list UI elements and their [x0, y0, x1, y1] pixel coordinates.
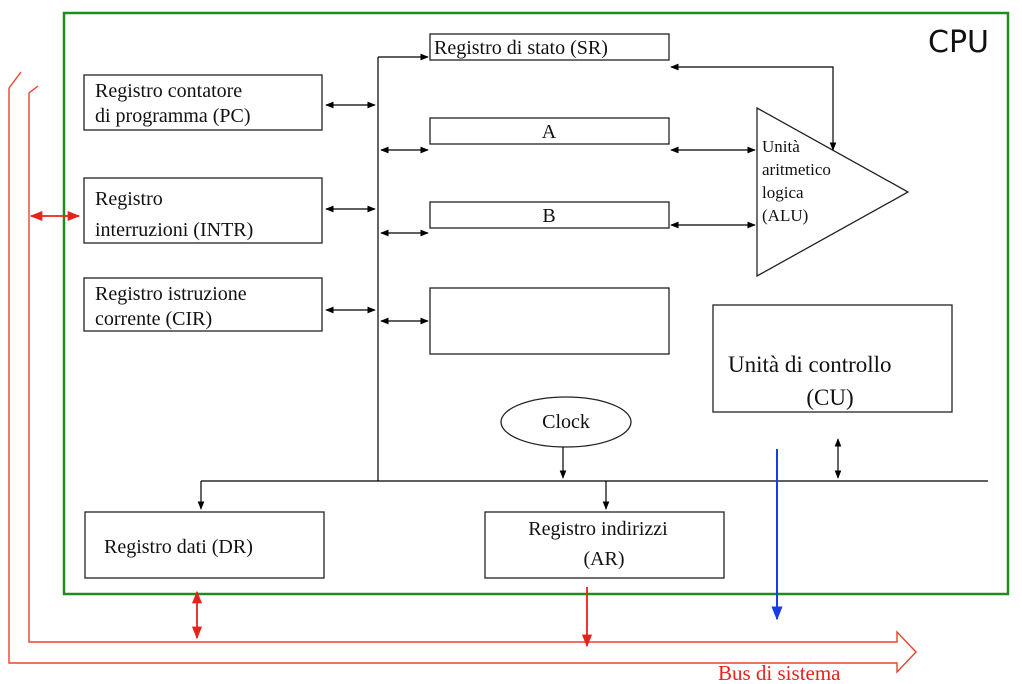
clock-ellipse — [500, 396, 632, 448]
register-intr-box — [83, 177, 323, 244]
register-ar-line1: Registro indirizzi — [528, 518, 668, 540]
register-pc-line1: Registro contatore — [95, 80, 242, 102]
alu-line4: (ALU) — [762, 206, 808, 225]
sr-alu-connection — [670, 63, 837, 151]
cpu-boundary — [62, 11, 1010, 596]
register-pc-box — [83, 74, 323, 131]
alu-line2: aritmetico — [762, 160, 831, 179]
register-ar-line2: (AR) — [583, 548, 624, 570]
system-bus-outline — [8, 71, 917, 674]
register-cir-box — [83, 277, 323, 332]
cpu-label: CPU — [928, 25, 989, 60]
control-unit-line1: Unità di controllo — [728, 352, 892, 377]
register-pc-line2: di programma (PC) — [95, 105, 251, 127]
internal-bus — [201, 57, 988, 482]
register-dr-box — [84, 511, 325, 579]
register-blank-box — [429, 287, 670, 355]
system-bus-label: Bus di sistema — [718, 661, 841, 684]
control-unit-box — [712, 304, 953, 413]
register-b-label: B — [542, 205, 555, 227]
register-intr-line1: Registro — [95, 188, 163, 210]
register-sr-box — [429, 33, 670, 61]
register-a-box — [429, 117, 670, 145]
register-a-label: A — [542, 121, 557, 143]
register-cir-line1: Registro istruzione — [95, 283, 247, 305]
clock-label: Clock — [542, 411, 590, 433]
register-b-box — [429, 201, 670, 229]
register-dr-label: Registro dati (DR) — [104, 536, 253, 558]
register-intr-line2: interruzioni (INTR) — [95, 219, 253, 241]
alu-line1: Unità — [762, 137, 800, 156]
control-unit-line2: (CU) — [806, 385, 853, 410]
register-cir-line2: corrente (CIR) — [95, 308, 212, 330]
alu-line3: logica — [762, 183, 804, 202]
register-ar-box — [484, 511, 725, 579]
register-sr-label: Registro di stato (SR) — [434, 37, 608, 59]
